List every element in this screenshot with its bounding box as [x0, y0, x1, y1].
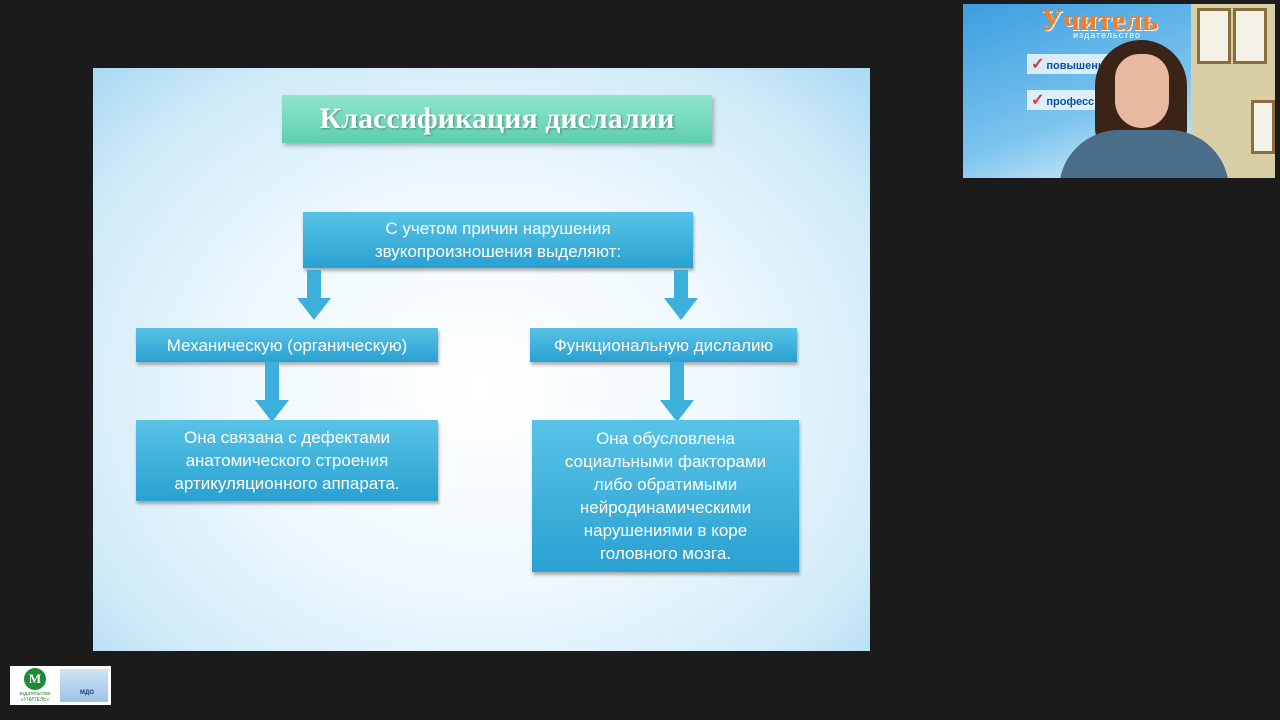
- arrow-down-icon: [297, 270, 331, 320]
- corner-logo: М издательство «УЧИТЕЛЬ» МДО: [10, 666, 111, 705]
- checkmark-icon: ✓: [1031, 56, 1045, 73]
- publisher-logo-caption: издательство «УЧИТЕЛЬ»: [19, 691, 51, 703]
- presenter-face: [1115, 54, 1169, 128]
- right-branch-box: Функциональную дислалию: [530, 328, 797, 362]
- certificate-frame: [1233, 8, 1267, 64]
- office-wall: [1191, 4, 1275, 178]
- arrow-down-icon: [660, 362, 694, 422]
- presentation-slide: Классификация дислалии С учетом причин н…: [93, 68, 870, 651]
- certificate-frame: [1251, 100, 1275, 154]
- left-description-box: Она связана с дефектами анатомического с…: [136, 420, 438, 501]
- globe-map-icon: [60, 669, 108, 702]
- publisher-logo-icon: М: [24, 668, 46, 690]
- checkmark-icon: ✓: [1031, 92, 1045, 109]
- right-description-box: Она обусловлена социальными факторами ли…: [532, 420, 799, 572]
- webcam-video: Учитель издательство ✓повышение квалиф ✓…: [963, 4, 1275, 178]
- publisher-logo: Учитель: [1041, 4, 1158, 37]
- arrow-down-icon: [255, 362, 289, 422]
- slide-title: Классификация дислалии: [282, 95, 712, 143]
- publisher-subtitle: издательство: [1073, 30, 1141, 40]
- mdo-label: МДО: [80, 690, 94, 696]
- certificate-frame: [1197, 8, 1231, 64]
- arrow-down-icon: [664, 270, 698, 320]
- left-branch-box: Механическую (органическую): [136, 328, 438, 362]
- root-box: С учетом причин нарушения звукопроизноше…: [303, 212, 693, 268]
